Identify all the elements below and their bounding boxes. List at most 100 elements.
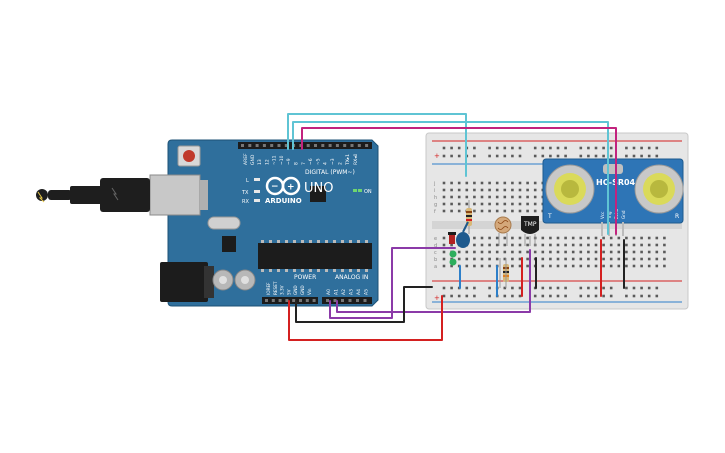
breadboard-hole[interactable] [533,202,537,206]
rail-hole[interactable] [541,286,545,290]
breadboard-hole[interactable] [495,195,499,199]
header-pin[interactable] [255,144,259,147]
breadboard-hole[interactable] [495,236,499,240]
breadboard-hole[interactable] [450,264,453,268]
rail-hole[interactable] [503,146,507,150]
breadboard-hole[interactable] [465,188,469,192]
rail-hole[interactable] [640,154,643,158]
rail-hole[interactable] [594,286,598,290]
breadboard-hole[interactable] [503,257,507,261]
breadboard-hole[interactable] [450,243,453,247]
breadboard-hole[interactable] [503,195,507,199]
rail-hole[interactable] [442,294,446,298]
breadboard-hole[interactable] [480,195,484,199]
rail-hole[interactable] [549,294,552,298]
rail-hole[interactable] [625,154,628,158]
breadboard-hole[interactable] [526,202,529,206]
rail-hole[interactable] [625,286,628,290]
rail-hole[interactable] [602,294,605,298]
rail-hole[interactable] [579,286,583,290]
breadboard-hole[interactable] [549,264,552,268]
breadboard-hole[interactable] [518,202,522,206]
rail-hole[interactable] [518,146,522,150]
breadboard-hole[interactable] [655,243,659,247]
breadboard-hole[interactable] [556,257,560,261]
rail-hole[interactable] [587,294,590,298]
rail-hole[interactable] [495,146,499,150]
breadboard-hole[interactable] [503,188,507,192]
breadboard-hole[interactable] [609,264,613,268]
rail-hole[interactable] [602,154,605,158]
breadboard-hole[interactable] [495,257,499,261]
breadboard-hole[interactable] [488,264,491,268]
rail-hole[interactable] [450,154,453,158]
breadboard-hole[interactable] [533,188,537,192]
breadboard-hole[interactable] [564,264,567,268]
breadboard-hole[interactable] [617,264,621,268]
rail-hole[interactable] [632,154,636,158]
breadboard-hole[interactable] [655,250,659,254]
breadboard-hole[interactable] [518,243,522,247]
header-pin[interactable] [277,144,281,147]
header-pin[interactable] [314,144,317,147]
breadboard-hole[interactable] [442,209,446,213]
rail-hole[interactable] [640,294,643,298]
breadboard-hole[interactable] [663,264,666,268]
rail-hole[interactable] [647,286,651,290]
breadboard-hole[interactable] [526,188,529,192]
breadboard-hole[interactable] [541,257,545,261]
rail-hole[interactable] [640,146,643,150]
breadboard-hole[interactable] [571,264,575,268]
header-pin[interactable] [262,144,266,147]
rail-hole[interactable] [625,294,628,298]
breadboard-hole[interactable] [480,209,484,213]
breadboard-hole[interactable] [625,264,628,268]
breadboard-hole[interactable] [488,181,491,185]
rail-hole[interactable] [488,294,491,298]
breadboard-hole[interactable] [640,264,643,268]
breadboard-hole[interactable] [473,250,476,254]
breadboard-hole[interactable] [632,250,636,254]
breadboard-hole[interactable] [518,257,522,261]
rail-hole[interactable] [587,154,590,158]
header-pin[interactable] [333,299,337,302]
breadboard-hole[interactable] [549,243,552,247]
rail-hole[interactable] [518,286,522,290]
breadboard-hole[interactable] [526,250,529,254]
breadboard-hole[interactable] [465,202,469,206]
rail-hole[interactable] [564,154,567,158]
rail-hole[interactable] [632,286,636,290]
breadboard-hole[interactable] [526,257,529,261]
breadboard-hole[interactable] [473,236,476,240]
breadboard-hole[interactable] [503,243,507,247]
rail-hole[interactable] [457,154,461,158]
breadboard-hole[interactable] [663,257,666,261]
header-pin[interactable] [270,144,274,147]
breadboard-hole[interactable] [518,181,522,185]
rail-hole[interactable] [640,286,643,290]
rail-hole[interactable] [602,286,605,290]
rail-hole[interactable] [655,154,659,158]
header-pin[interactable] [356,299,359,302]
breadboard-hole[interactable] [457,181,461,185]
rail-hole[interactable] [632,146,636,150]
breadboard-hole[interactable] [549,257,552,261]
rail-hole[interactable] [609,154,613,158]
rail-hole[interactable] [473,146,476,150]
rail-hole[interactable] [518,294,522,298]
breadboard-hole[interactable] [442,243,446,247]
breadboard-hole[interactable] [511,209,514,213]
breadboard-hole[interactable] [549,250,552,254]
breadboard-hole[interactable] [533,250,537,254]
rail-hole[interactable] [647,294,651,298]
breadboard-hole[interactable] [602,264,605,268]
breadboard-hole[interactable] [450,188,453,192]
breadboard-hole[interactable] [511,195,514,199]
breadboard-hole[interactable] [655,236,659,240]
breadboard-hole[interactable] [442,188,446,192]
breadboard-hole[interactable] [511,236,514,240]
breadboard-hole[interactable] [541,250,545,254]
header-pin[interactable] [341,299,344,302]
breadboard-hole[interactable] [488,202,491,206]
header-pin[interactable] [248,144,252,147]
